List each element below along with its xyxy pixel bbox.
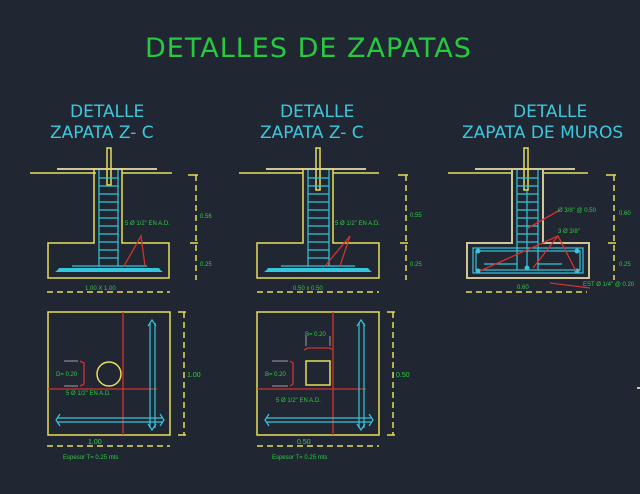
detail-1-dim-upper: 0.56 — [200, 214, 212, 220]
detail-3-rebar-label-2: 3 Ø 3/8" — [558, 229, 580, 235]
detail-zapata-muros: DETALLE ZAPATA DE MUROS Ø 3/ — [448, 102, 635, 293]
plan-2-column-label-top: B= 0.20 — [305, 332, 327, 338]
detail-2-rebar-label: 5 Ø 1/2" EN A.D. — [335, 221, 380, 227]
detail-3-heading-1: DETALLE — [513, 102, 587, 122]
plan-2-dim-width: 0.50 — [297, 439, 311, 446]
detail-2-dim-lower: 0.25 — [410, 262, 422, 268]
detail-3-rebar-label-1: Ø 3/8" @ 0.50 — [558, 208, 597, 214]
detail-2-dim-width: 0.50 x 0.50 — [293, 286, 323, 292]
detail-1-heading-2: ZAPATA Z- C — [50, 123, 154, 143]
detail-3-dim-width: 0.60 — [517, 285, 529, 291]
detail-1-dim-width: 1.00 X 1.00 — [85, 286, 116, 292]
plan-1-dim-height: 1.00 — [187, 372, 201, 379]
detail-1-rebar-label: 5 Ø 1/2" EN A.D. — [125, 221, 170, 227]
edge-marker — [637, 387, 640, 389]
plan-1-dim-width: 1.00 — [88, 439, 102, 446]
detail-3-dim-upper: 0.60 — [619, 211, 631, 217]
plan-2-column-label-left: B= 0.20 — [265, 372, 287, 378]
detail-3-stirrup-label: EST Ø 1/4" @ 0.20 — [583, 282, 635, 288]
plan-zapata-2: B= 0.20 B= 0.20 5 Ø 1/2" EN A.D. 0.50 0.… — [256, 311, 410, 461]
detail-zapata-2: DETALLE ZAPATA Z- C 5 Ø 1/2" EN A.D. 0 — [239, 102, 422, 293]
detail-3-heading-2: ZAPATA DE MUROS — [462, 123, 623, 143]
main-title: DETALLES DE ZAPATAS — [145, 33, 472, 64]
detail-3-dim-lower: 0.25 — [619, 262, 631, 268]
plan-1-rebar-label: 5 Ø 1/2" EN A.D. — [66, 391, 111, 397]
detail-1-heading-1: DETALLE — [70, 102, 144, 122]
plan-2-note: Espesor T= 0.25 mts — [272, 455, 327, 461]
plan-1-column-label: D= 0.20 — [56, 372, 78, 378]
detail-zapata-1: DETALLE ZAPATA Z- C 5 Ø 1/2" EN A.D. — [30, 102, 212, 293]
plan-zapata-1: D= 0.20 5 Ø 1/2" EN A.D. 1.00 1.00 Espes… — [47, 311, 201, 461]
plan-2-dim-height: 0.50 — [396, 372, 410, 379]
detail-2-dim-upper: 0.55 — [410, 213, 422, 219]
detail-2-heading-1: DETALLE — [280, 102, 354, 122]
detail-2-heading-2: ZAPATA Z- C — [260, 123, 364, 143]
plan-1-note: Espesor T= 0.25 mts — [63, 455, 118, 461]
plan-2-rebar-label: 5 Ø 1/2" EN A.D. — [276, 398, 321, 404]
detail-1-dim-lower: 0.25 — [200, 262, 212, 268]
